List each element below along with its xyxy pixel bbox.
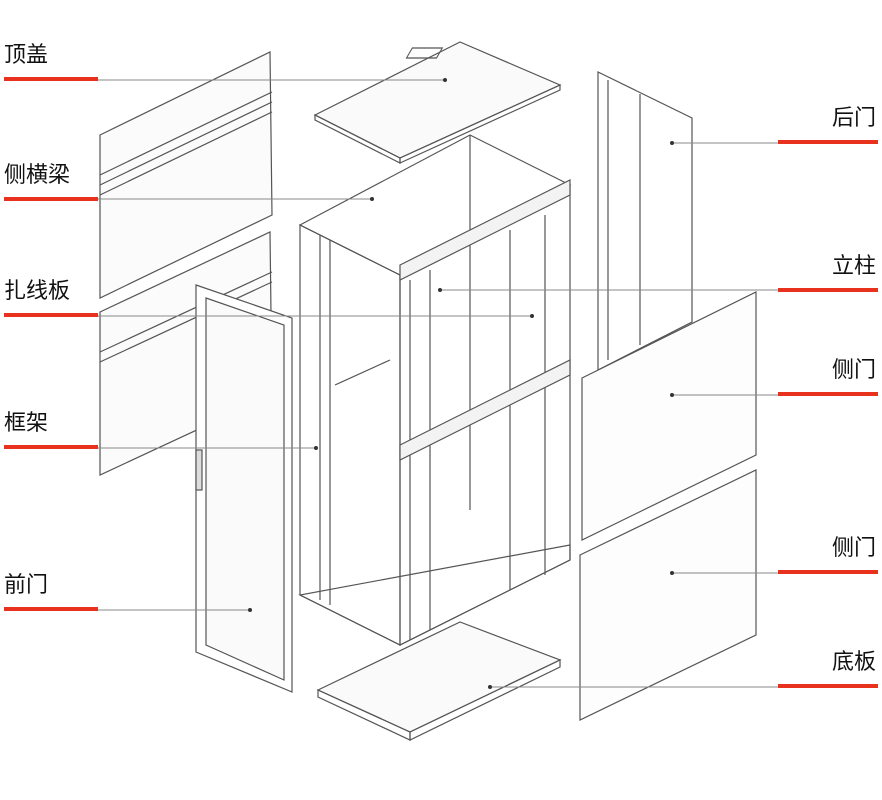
- label-underline: [778, 288, 878, 292]
- label-front-door: 前门: [4, 573, 49, 598]
- label-post: 立柱: [831, 254, 876, 279]
- label-underline: [4, 445, 98, 449]
- label-cable-panel: 扎线板: [4, 279, 71, 304]
- label-underline: [4, 313, 98, 317]
- label-underline: [4, 607, 98, 611]
- label-side-beam: 侧横梁: [4, 163, 71, 188]
- label-top-cover: 顶盖: [4, 43, 49, 68]
- label-rear-door: 后门: [831, 106, 876, 131]
- frame: [298, 134, 572, 646]
- front-door: [195, 284, 293, 693]
- top-cover: [313, 41, 562, 164]
- leader-dots: [248, 78, 674, 689]
- side-door-lower: [579, 469, 757, 721]
- leader-lines: [98, 79, 778, 688]
- label-underline: [4, 77, 98, 81]
- label-frame: 框架: [4, 411, 49, 436]
- label-underline: [778, 392, 878, 396]
- label-underline: [778, 140, 878, 144]
- bottom-plate: [316, 621, 562, 741]
- label-bottom-plate: 底板: [831, 650, 876, 675]
- rear-door: [597, 71, 693, 371]
- label-underline: [778, 684, 878, 688]
- label-side-door-upper: 侧门: [831, 358, 876, 383]
- label-underline: [4, 197, 98, 201]
- side-door-upper: [581, 291, 757, 541]
- label-side-door-lower: 侧门: [831, 536, 876, 561]
- label-underline: [778, 570, 878, 574]
